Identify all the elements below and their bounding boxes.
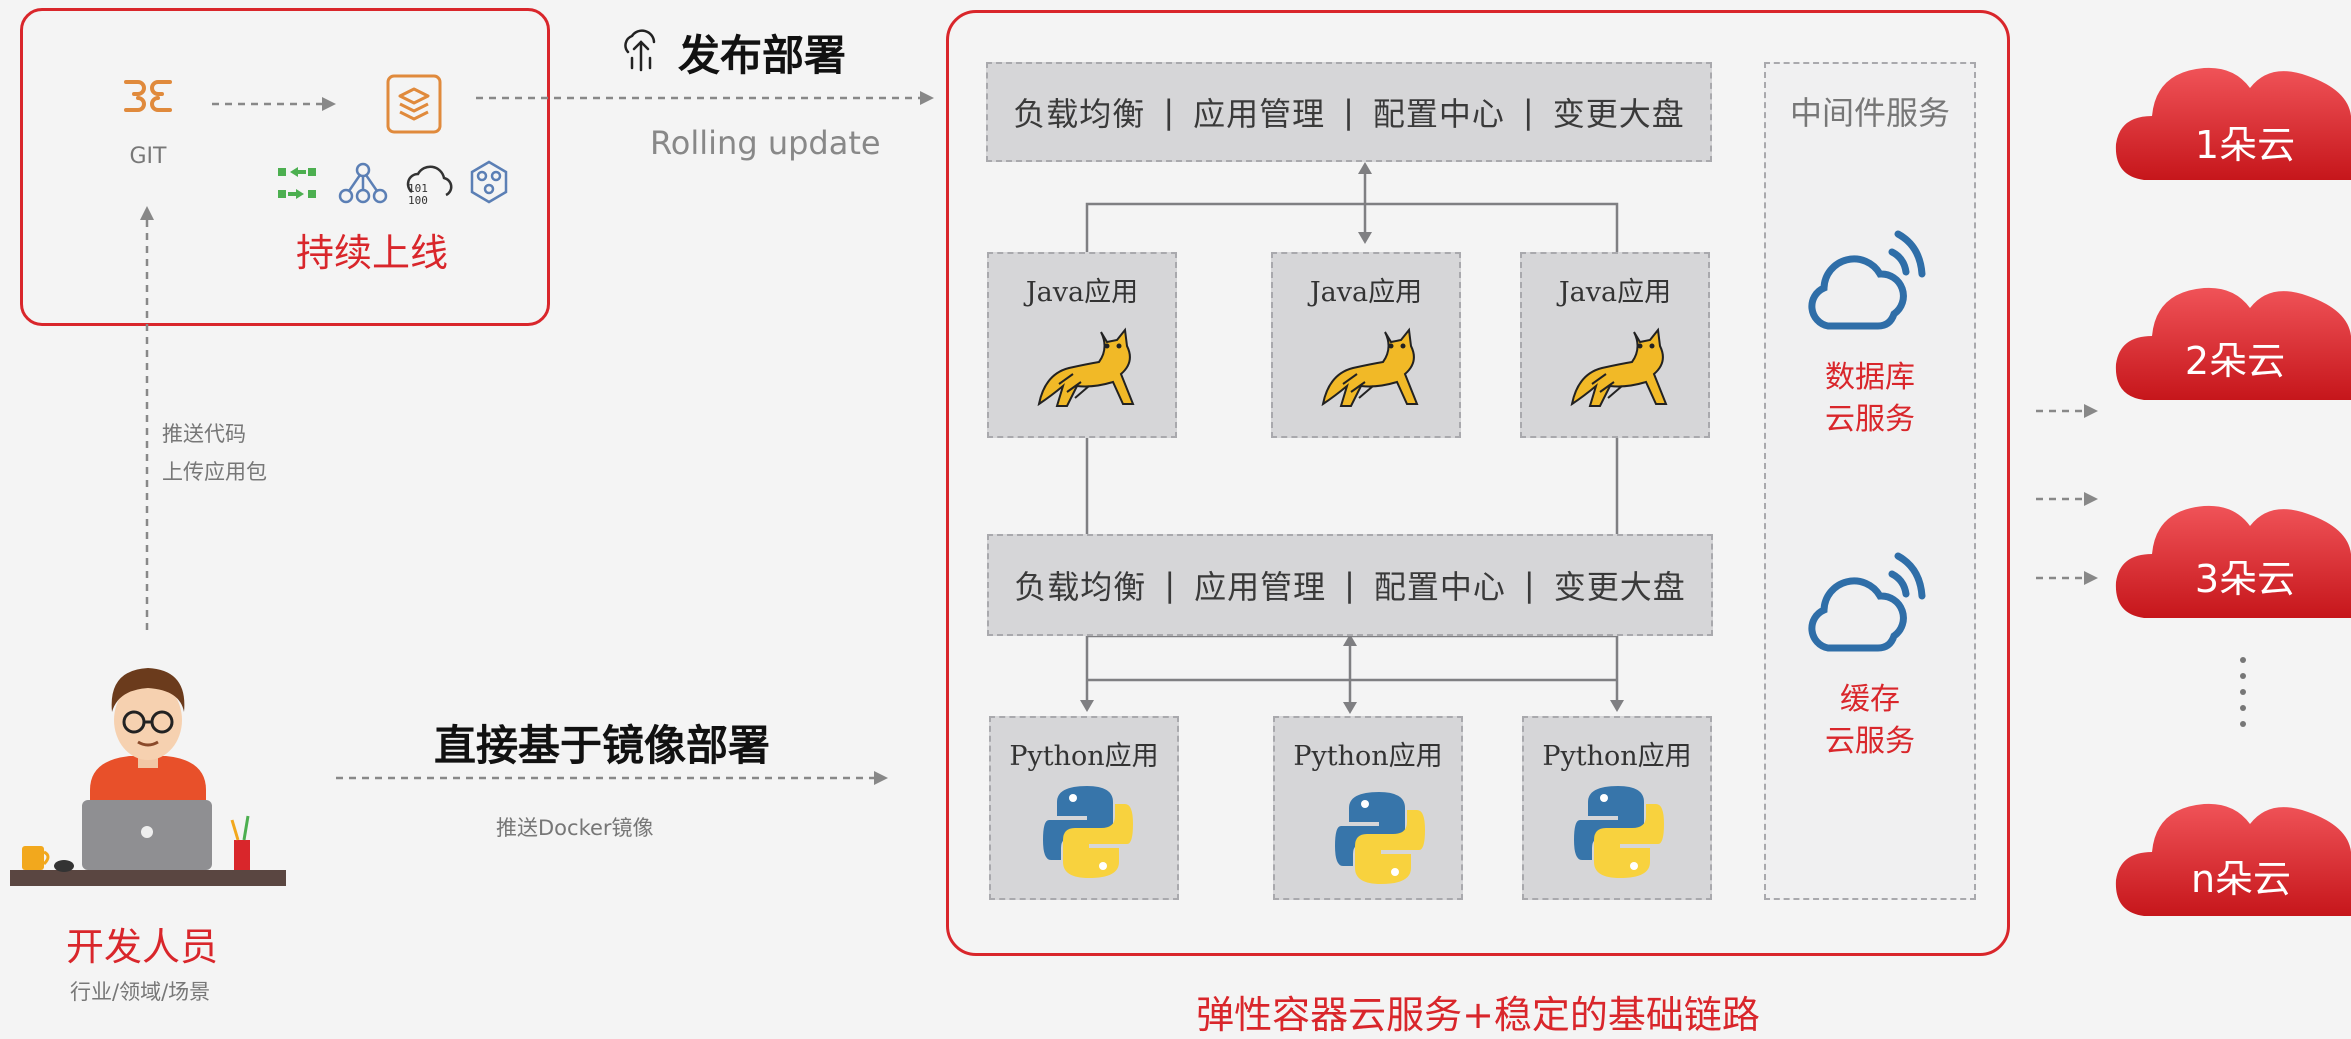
java-app-box: Java应用	[987, 252, 1177, 438]
cloud-service-icon	[1808, 552, 1926, 652]
cloud-shape	[2115, 803, 2351, 916]
platform-bar-top: 负载均衡| 应用管理| 配置中心| 变更大盘	[986, 62, 1712, 162]
java-app-box: Java应用	[1520, 252, 1710, 438]
config-center-label: 配置中心	[1372, 95, 1505, 133]
transfer-icon	[278, 167, 316, 199]
continuous-release-panel	[20, 8, 550, 326]
cloud-label-2: 2朵云	[2184, 339, 2286, 383]
image-deploy-title: 直接基于镜像部署	[434, 721, 771, 770]
cloud-shape	[2115, 67, 2351, 180]
release-to-cluster-arrow	[476, 91, 934, 105]
push-docker-image-label: 推送Docker镜像	[496, 816, 654, 840]
image-deploy-arrow	[336, 771, 888, 785]
svg-text:100: 100	[408, 194, 428, 206]
upload-package-label: 上传应用包	[162, 460, 267, 484]
git-icon	[124, 80, 172, 112]
cache-service-label-2: 云服务	[1825, 724, 1915, 759]
deploy-title: 发布部署	[678, 31, 847, 80]
git-label: GIT	[129, 144, 167, 169]
git-to-layers-arrow	[212, 97, 336, 111]
cloud-label-3: 3朵云	[2194, 557, 2296, 601]
push-code-label: 推送代码	[162, 422, 246, 446]
middleware-title: 中间件服务	[1789, 94, 1950, 132]
platform-bar-bottom: 负载均衡| 应用管理| 配置中心| 变更大盘	[987, 534, 1713, 636]
cluster-footer-title: 弹性容器云服务+稳定的基础链路	[1196, 993, 1760, 1037]
elastic-container-panel	[946, 10, 2010, 956]
config-center-label: 配置中心	[1373, 568, 1506, 606]
python-app-box: Python应用	[1273, 716, 1463, 900]
middleware-panel	[1764, 62, 1976, 900]
rolling-update-label: Rolling update	[650, 124, 881, 162]
cloud-shape	[2115, 287, 2351, 400]
python-app-label: Python应用	[1542, 741, 1692, 772]
load-balance-label: 负载均衡	[1014, 568, 1147, 606]
developer-name: 开发人员	[66, 925, 219, 969]
python-app-label: Python应用	[1293, 741, 1443, 772]
cloud-label-1: 1朵云	[2194, 123, 2296, 167]
python-app-box: Python应用	[1522, 716, 1712, 900]
db-service-label-1: 数据库	[1825, 360, 1915, 395]
svg-text:101: 101	[408, 182, 428, 195]
layers-icon	[386, 74, 442, 134]
tomcat-icon	[1321, 327, 1419, 407]
network-nodes-icon	[338, 162, 388, 204]
cloud-shape	[2115, 505, 2351, 618]
cloud-service-icon	[1808, 230, 1926, 330]
upload-deploy-icon	[624, 29, 656, 72]
change-dashboard-label: 变更大盘	[1553, 568, 1686, 606]
load-balance-label: 负载均衡	[1013, 95, 1146, 133]
python-logo-icon	[1335, 792, 1425, 884]
ellipsis-dots	[2240, 657, 2246, 727]
python-app-label: Python应用	[1009, 741, 1159, 772]
db-service-label-2: 云服务	[1825, 402, 1915, 437]
python-logo-icon	[1574, 786, 1664, 878]
push-up-arrow	[140, 206, 154, 634]
app-management-label: 应用管理	[1194, 568, 1327, 606]
cloud-arrows	[2036, 404, 2098, 585]
tomcat-icon	[1570, 327, 1668, 407]
continuous-release-title: 持续上线	[296, 231, 449, 275]
python-app-box: Python应用	[989, 716, 1179, 900]
developer-avatar	[10, 668, 286, 886]
binary-cloud-icon: 101 100	[406, 165, 453, 206]
java-app-label: Java应用	[1025, 277, 1139, 308]
cache-service-label-1: 缓存	[1840, 682, 1900, 717]
hexagon-cluster-icon	[470, 160, 508, 204]
java-app-label: Java应用	[1558, 277, 1672, 308]
app-management-label: 应用管理	[1193, 95, 1326, 133]
change-dashboard-label: 变更大盘	[1552, 95, 1685, 133]
java-app-box: Java应用	[1271, 252, 1461, 438]
java-app-label: Java应用	[1309, 277, 1423, 308]
cloud-label-n: n朵云	[2190, 857, 2292, 901]
tomcat-icon	[1037, 327, 1135, 407]
python-logo-icon	[1043, 786, 1133, 878]
developer-subtitle: 行业/领域/场景	[70, 980, 211, 1004]
